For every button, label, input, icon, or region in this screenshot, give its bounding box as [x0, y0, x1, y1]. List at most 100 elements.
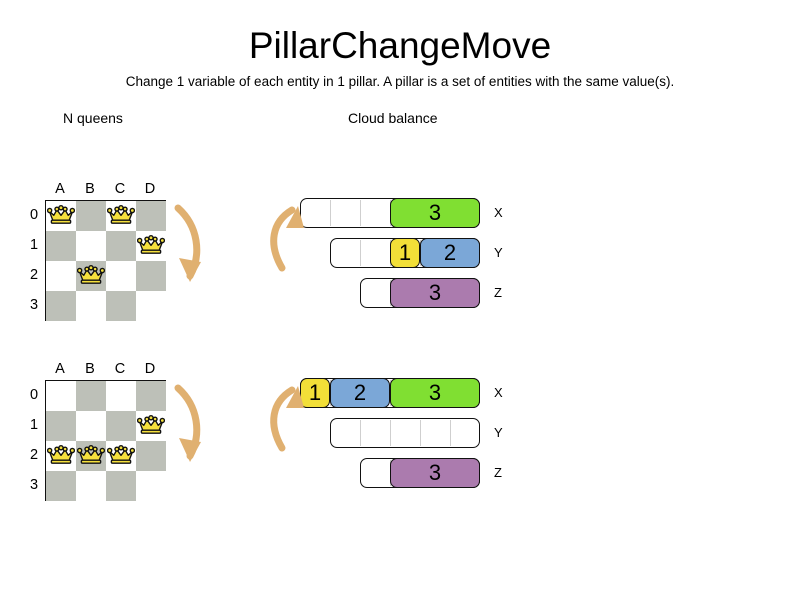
queen-icon — [46, 445, 76, 464]
board-cell[interactable] — [136, 291, 166, 321]
board-cell[interactable] — [76, 471, 106, 501]
computer-label: Z — [494, 465, 502, 480]
board-file-label: C — [114, 181, 126, 197]
board-file-label: B — [85, 361, 95, 377]
computer-label: X — [494, 205, 503, 220]
computer-label: Y — [494, 425, 503, 440]
board-rank-label: 3 — [29, 477, 39, 493]
process-block[interactable]: 3 — [390, 458, 480, 488]
board-cell[interactable] — [136, 381, 166, 411]
board-cell[interactable] — [136, 201, 166, 231]
transition-arrow-cloud — [270, 206, 304, 272]
board-cell[interactable] — [46, 411, 76, 441]
computer-label: Y — [494, 245, 503, 260]
queen-piece[interactable] — [46, 205, 76, 227]
board-cell[interactable] — [46, 261, 76, 291]
board-rank-label: 2 — [29, 267, 39, 283]
process-block[interactable]: 2 — [330, 378, 390, 408]
board-cell[interactable] — [46, 231, 76, 261]
cloud-computer-row[interactable]: 3 — [360, 278, 480, 308]
queen-piece[interactable] — [106, 205, 136, 227]
board-file-labels: A B C D — [45, 179, 166, 199]
queen-piece[interactable] — [136, 235, 166, 257]
nqueens-board-before: A B C D 0 1 2 3 — [30, 181, 166, 321]
computer-label: Z — [494, 285, 502, 300]
board-cell[interactable] — [136, 471, 166, 501]
board-cell[interactable] — [76, 201, 106, 231]
computer-capacity-track — [330, 418, 480, 448]
board-cell[interactable] — [136, 441, 166, 471]
queen-piece[interactable] — [76, 445, 106, 467]
computer-label: X — [494, 385, 503, 400]
process-block[interactable]: 2 — [420, 238, 480, 268]
board-cell[interactable] — [106, 261, 136, 291]
transition-arrow-nqueens-2 — [174, 384, 201, 462]
section-caption-nqueens: N queens — [63, 110, 123, 126]
queen-piece[interactable] — [136, 415, 166, 437]
board-cell[interactable] — [106, 411, 136, 441]
capacity-cell-divider — [360, 240, 361, 266]
board-rank-labels: 0 1 2 3 — [25, 380, 43, 501]
board-cell[interactable] — [76, 231, 106, 261]
board-file-label: A — [55, 361, 65, 377]
board-cell[interactable] — [106, 381, 136, 411]
cloud-computer-row[interactable]: 3 — [300, 198, 480, 228]
board-rank-label: 1 — [29, 417, 39, 433]
header: PillarChangeMove Change 1 variable of ea… — [0, 0, 800, 91]
queen-piece[interactable] — [46, 445, 76, 467]
board-cell[interactable] — [106, 231, 136, 261]
queen-icon — [76, 265, 106, 284]
board-cell[interactable] — [46, 471, 76, 501]
board-rank-label: 0 — [29, 387, 39, 403]
board-cell[interactable] — [106, 291, 136, 321]
board-cell[interactable] — [76, 291, 106, 321]
capacity-cell-divider — [360, 200, 361, 226]
page-title: PillarChangeMove — [248, 25, 552, 66]
capacity-cell-divider — [390, 420, 391, 446]
board-rank-label: 1 — [29, 237, 39, 253]
board-cell[interactable] — [136, 261, 166, 291]
process-block[interactable]: 3 — [390, 278, 480, 308]
board-cell[interactable] — [46, 381, 76, 411]
board-file-labels: A B C D — [45, 359, 166, 379]
board-cell[interactable] — [106, 471, 136, 501]
cloud-computer-row[interactable] — [330, 418, 480, 448]
board-cell[interactable] — [76, 381, 106, 411]
board-rank-label: 3 — [29, 297, 39, 313]
board-cell[interactable] — [76, 411, 106, 441]
board-cell[interactable] — [46, 291, 76, 321]
cloud-computer-row[interactable]: 3 — [360, 458, 480, 488]
process-block[interactable]: 3 — [390, 378, 480, 408]
board-file-label: B — [85, 181, 95, 197]
section-caption-cloud: Cloud balance — [348, 110, 438, 126]
transition-arrow-nqueens — [174, 204, 201, 282]
board-rank-label: 0 — [29, 207, 39, 223]
capacity-cell-divider — [360, 420, 361, 446]
board-rank-labels: 0 1 2 3 — [25, 200, 43, 321]
capacity-cell-divider — [330, 200, 331, 226]
process-block[interactable]: 3 — [390, 198, 480, 228]
queen-icon — [136, 415, 166, 434]
queen-piece[interactable] — [76, 265, 106, 287]
queen-icon — [46, 205, 76, 224]
chess-board[interactable] — [45, 200, 166, 321]
queen-piece[interactable] — [106, 445, 136, 467]
queen-icon — [76, 445, 106, 464]
process-block[interactable]: 1 — [390, 238, 420, 268]
board-file-label: D — [144, 181, 156, 197]
capacity-cell-divider — [450, 420, 451, 446]
board-file-label: A — [55, 181, 65, 197]
capacity-cell-divider — [420, 420, 421, 446]
queen-icon — [106, 205, 136, 224]
board-file-label: C — [114, 361, 126, 377]
board-rank-label: 2 — [29, 447, 39, 463]
nqueens-board-after: A B C D 0 1 2 3 — [30, 361, 166, 501]
queen-icon — [136, 235, 166, 254]
process-block[interactable]: 1 — [300, 378, 330, 408]
chess-board[interactable] — [45, 380, 166, 501]
transition-arrow-cloud-2 — [270, 386, 304, 452]
board-file-label: D — [144, 361, 156, 377]
page-subtitle: Change 1 variable of each entity in 1 pi… — [125, 74, 675, 89]
